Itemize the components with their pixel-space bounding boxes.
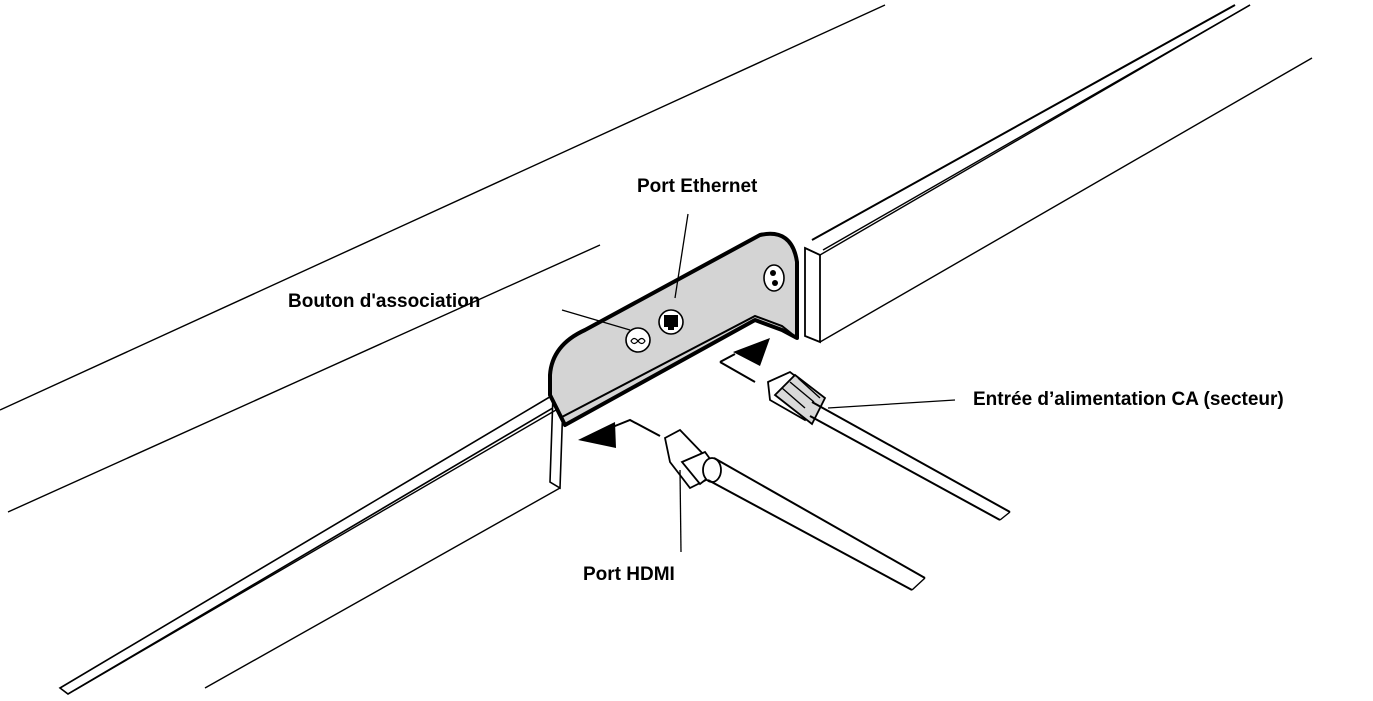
infinity-icon (630, 337, 646, 345)
leader-lines (561, 213, 956, 553)
leader-power (827, 399, 956, 409)
right-bar-section (804, 4, 1313, 344)
ac-power-cable (767, 370, 1011, 521)
pairing-button (625, 327, 651, 353)
leader-ethernet (674, 213, 689, 299)
label-ac-power-input: Entrée d’alimentation CA (secteur) (973, 389, 1284, 410)
leader-pairing (561, 309, 631, 331)
arrow-hdmi-insert (578, 418, 661, 448)
left-bar-section (58, 393, 565, 695)
label-pairing-button: Bouton d'association (288, 291, 480, 312)
background-bar-edges (0, 4, 886, 513)
ac-power-socket (763, 264, 785, 292)
figure-eight-power-socket-icon (770, 270, 778, 286)
hdmi-cable (663, 428, 926, 591)
label-ethernet-port: Port Ethernet (637, 176, 758, 197)
ethernet-jack-icon (664, 315, 678, 330)
arrow-power-insert (719, 338, 770, 383)
label-hdmi-port: Port HDMI (583, 564, 675, 585)
leader-hdmi (679, 469, 682, 553)
ethernet-port (658, 309, 684, 335)
